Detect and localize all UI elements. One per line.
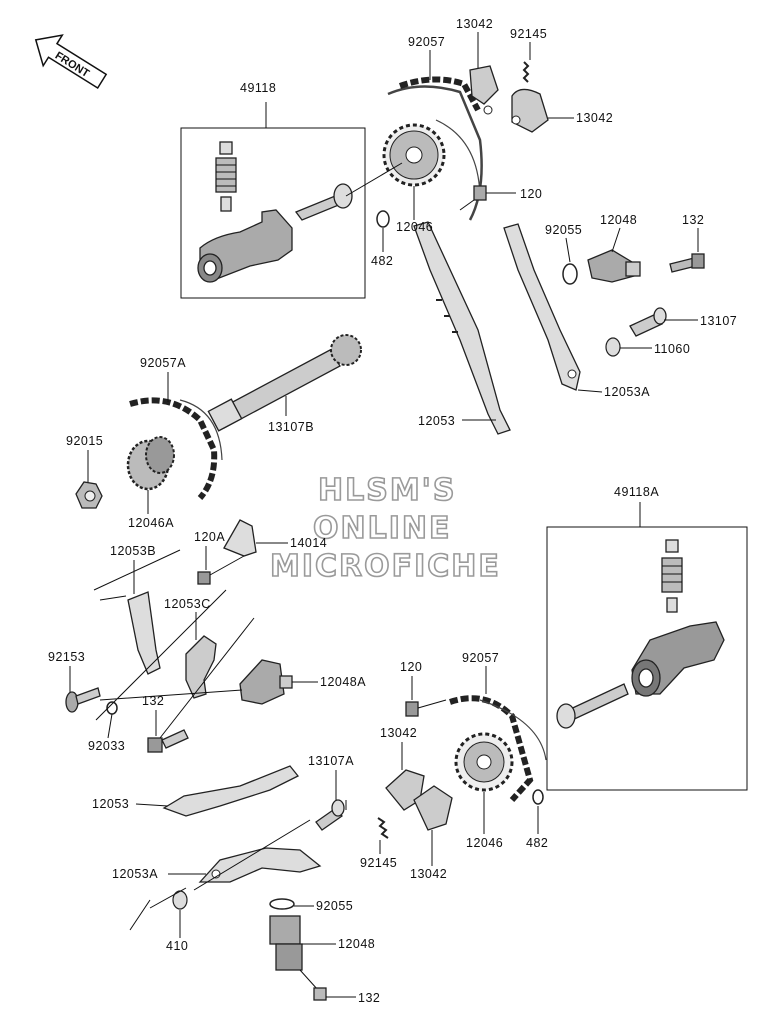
label-13042-mid: 13042 — [380, 726, 417, 740]
sprocket-bottom — [454, 732, 514, 792]
label-12046-top: 12046 — [396, 220, 433, 234]
watermark-line-1: HLSM'S — [318, 473, 456, 508]
watermark-line-3: MICROFICHE — [270, 549, 501, 584]
camshaft-box-49118 — [180, 127, 366, 299]
chain-guide-12053a-bottom — [198, 847, 322, 883]
bolt-120a — [197, 555, 245, 585]
tensioner-12048-bottom — [269, 898, 327, 1001]
front-arrow-icon: FRONT — [34, 34, 108, 90]
ring-482-bottom — [532, 789, 544, 805]
bolt-13107-top — [629, 307, 667, 337]
labels: 49118 92057 13042 92145 13042 120 12046 … — [48, 17, 737, 1005]
label-92055-top: 92055 — [545, 223, 582, 237]
spring-top — [522, 61, 530, 83]
label-49118: 49118 — [240, 81, 276, 95]
cam-chain-bottom — [449, 695, 547, 803]
label-13107: 13107 — [700, 314, 737, 328]
label-120a: 120A — [194, 530, 225, 544]
nut-92015 — [75, 481, 103, 509]
label-12053b: 12053B — [110, 544, 156, 558]
ring-482-top — [376, 210, 390, 228]
spring-bottom — [377, 817, 389, 839]
label-92153: 92153 — [48, 650, 85, 664]
label-92033: 92033 — [88, 739, 125, 753]
label-12048-top: 12048 — [600, 213, 637, 227]
tensioner-12048a — [239, 659, 293, 705]
sprocket-top — [345, 123, 446, 197]
bolt-132-mid — [147, 729, 189, 753]
chain-guide-12053b — [127, 591, 161, 675]
label-92057a: 92057A — [140, 356, 186, 370]
watermark-line-2: ONLINE — [313, 511, 452, 546]
watermark: HLSM'S ONLINE MICROFICHE — [269, 472, 501, 585]
tensioner-plates-top — [469, 65, 549, 133]
label-13042-right: 13042 — [576, 111, 613, 125]
label-92015: 92015 — [66, 434, 103, 448]
bolt-13107a — [315, 799, 345, 831]
label-13042-bot: 13042 — [410, 867, 447, 881]
label-12048a: 12048A — [320, 675, 366, 689]
label-120-top: 120 — [520, 187, 542, 201]
label-482-top: 482 — [371, 254, 393, 268]
label-132-bot: 132 — [358, 991, 380, 1005]
bolt-120-bottom — [405, 699, 447, 717]
chain-guide-12053-bottom — [162, 765, 300, 817]
bolt-132-top — [669, 253, 705, 273]
bracket-14014 — [223, 519, 257, 557]
bolt-120-top — [459, 185, 516, 211]
label-12053-top: 12053 — [418, 414, 455, 428]
chain-guide-12053-top — [413, 221, 511, 435]
tensioner-12048-top — [587, 249, 641, 283]
label-13042-top: 13042 — [456, 17, 493, 31]
label-12053a-bot: 12053A — [112, 867, 158, 881]
label-12046a: 12046A — [128, 516, 174, 530]
label-132-top: 132 — [682, 213, 704, 227]
guide-12053c — [185, 635, 217, 699]
label-13107b: 13107B — [268, 420, 314, 434]
washer-11060 — [605, 337, 621, 357]
label-49118a: 49118A — [614, 485, 659, 499]
label-11060: 11060 — [654, 342, 690, 356]
label-92057-top: 92057 — [408, 35, 445, 49]
sprocket-12046a — [126, 436, 175, 491]
label-14014: 14014 — [290, 536, 327, 550]
label-92145-bot: 92145 — [360, 856, 397, 870]
label-410: 410 — [166, 939, 188, 953]
bolt-92153 — [65, 687, 101, 713]
label-92057-bot: 92057 — [462, 651, 499, 665]
label-12048-bot: 12048 — [338, 937, 375, 951]
label-92055-bot: 92055 — [316, 899, 353, 913]
label-132-mid: 132 — [142, 694, 164, 708]
camshaft-top — [197, 141, 353, 283]
label-120-mid: 120 — [400, 660, 422, 674]
o-ring-92055-top — [562, 263, 578, 285]
label-12053-bot: 12053 — [92, 797, 129, 811]
camshaft-box-49118a — [546, 526, 748, 791]
label-482-bot: 482 — [526, 836, 548, 850]
label-12046-bot: 12046 — [466, 836, 503, 850]
tensioner-plates-bottom — [385, 769, 453, 831]
chain-92057a — [129, 397, 223, 500]
label-12053c: 12053C — [164, 597, 211, 611]
label-92145-top: 92145 — [510, 27, 547, 41]
camshaft-49118a — [556, 539, 725, 729]
label-12053a-top: 12053A — [604, 385, 650, 399]
chain-guide-12053a-top — [503, 223, 581, 391]
label-13107a: 13107A — [308, 754, 354, 768]
shaft-13107b — [207, 334, 362, 432]
